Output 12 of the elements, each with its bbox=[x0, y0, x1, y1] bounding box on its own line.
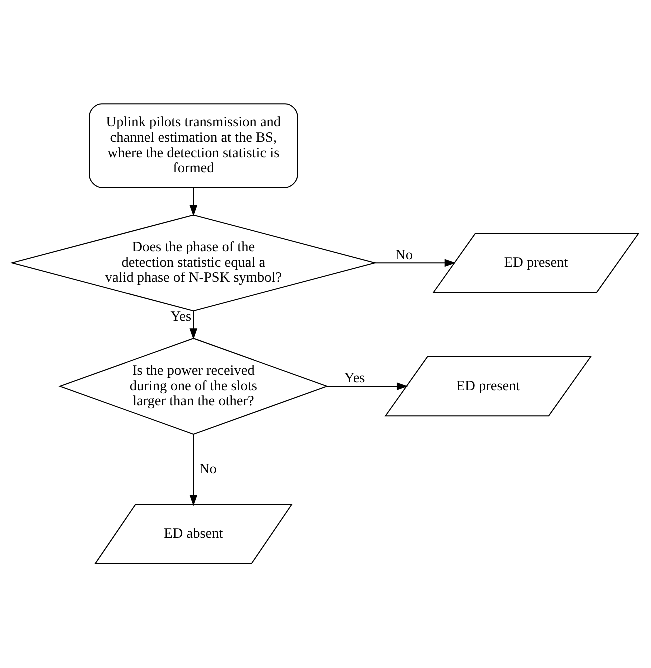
arrow bbox=[375, 259, 456, 268]
edge-label: No bbox=[396, 247, 413, 264]
node-diamond: Does the phase of the detection statistic equal a valid phase of N-PSK symbol? bbox=[10, 214, 378, 312]
node-box: Uplink pilots transmission and channel estimation at the BS, where the detection statistic is formed bbox=[89, 104, 298, 188]
arrow bbox=[328, 382, 408, 390]
node-diamond: Is the power received during one of the slots larger than the other? bbox=[58, 338, 329, 435]
arrow bbox=[190, 311, 198, 340]
arrow bbox=[190, 434, 198, 506]
edge-label: No bbox=[199, 461, 217, 478]
edge-label: Yes bbox=[170, 309, 192, 326]
edge-label: Yes bbox=[344, 370, 366, 387]
arrow bbox=[190, 188, 198, 217]
